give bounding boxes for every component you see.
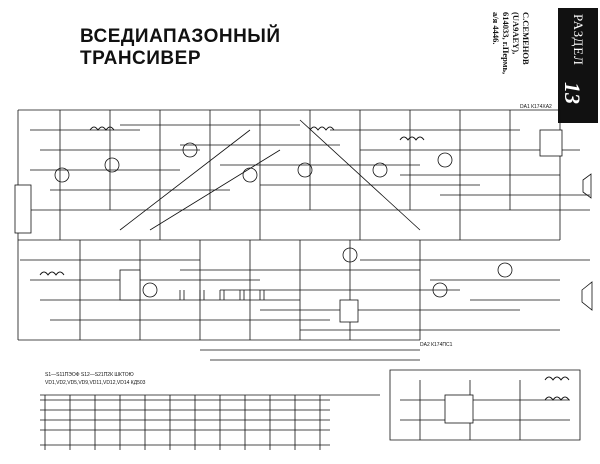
coil-l4	[39, 271, 65, 276]
transistor-vt9	[342, 247, 358, 263]
note-chip-da1: DA1 К174ХА2	[520, 104, 552, 110]
coil-l3	[399, 136, 425, 141]
transistor-vt3	[182, 142, 198, 158]
chip-middle	[339, 299, 359, 323]
page-title-line-1: ВСЕДИАПАЗОННЫЙ	[80, 26, 281, 47]
transistor-vt11	[497, 262, 513, 278]
section-tab: РАЗДЕЛ 13	[558, 8, 598, 123]
transistor-vt4	[242, 167, 258, 183]
chip-middle-left	[119, 269, 141, 301]
note-chip-da2: DA2 К174ПС1	[420, 342, 453, 348]
transistor-vt10	[432, 282, 448, 298]
chip-da2	[444, 394, 474, 424]
connector-left	[14, 184, 32, 234]
transistor-vt2	[104, 157, 120, 173]
transistor-vt8	[142, 282, 158, 298]
coil-l6	[544, 396, 570, 401]
transistor-vt6	[372, 162, 388, 178]
speaker-icon	[582, 173, 592, 199]
transistor-vt1	[54, 167, 70, 183]
microphone-icon	[581, 281, 593, 311]
chip-da1	[539, 129, 563, 157]
note-switch-row-1: S1—S11ПЭОФ S12—S21П2К ШКТОЮ	[45, 372, 134, 378]
transistor-vt7	[437, 152, 453, 168]
coil-l5	[544, 376, 570, 381]
note-switch-row-2: VD1,VD2,VD5,VD9,VD11,VD12,VD14 КД503	[45, 380, 146, 386]
coil-l2	[309, 126, 335, 131]
coil-l1	[89, 126, 115, 131]
transistor-vt5	[297, 162, 313, 178]
page-title-line-2: ТРАНСИВЕР	[80, 48, 201, 69]
